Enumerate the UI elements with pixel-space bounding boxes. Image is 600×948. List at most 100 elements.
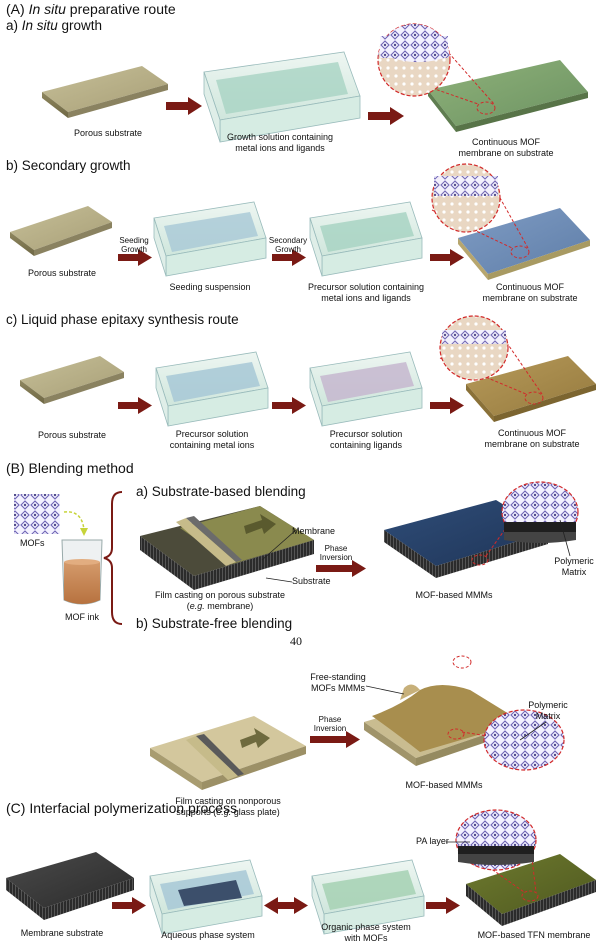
arrow-a2 [368, 107, 404, 125]
inversion-label-1: Inversion [319, 553, 353, 562]
label-precursor-b-2: metal ions and ligands [321, 293, 411, 303]
label-porous-substrate-b: Porous substrate [27, 268, 97, 278]
mofs-crystals [14, 494, 60, 534]
arrow-c-ip1 [112, 897, 146, 914]
membrane-leader [261, 529, 297, 561]
substrate-based-title: a) Substrate-based blending [136, 484, 306, 499]
porous-substrate-c [20, 356, 124, 404]
label-organic-phase-1: Organic phase system [321, 922, 411, 932]
arrow-c-ip2-double [264, 897, 308, 914]
precursor-ligand-tank [309, 351, 423, 427]
label-tfn-membrane: MOF-based TFN membrane [477, 930, 591, 940]
continuous-mof-membrane-a [428, 60, 588, 132]
substrate-free-title: b) Substrate-free blending [136, 616, 293, 631]
phase-label-1: Phase [324, 544, 348, 553]
arrow-c2 [272, 397, 306, 414]
film-casting-porous-1: Film casting on porous substrate [154, 590, 286, 600]
label-continuous-mof-c2: membrane on substrate [484, 439, 580, 449]
label-continuous-mof-a2: membrane on substrate [458, 148, 554, 158]
arrow-b1 [118, 249, 152, 266]
section-a-title: (A) In situ preparative route [6, 1, 176, 17]
organic-phase-tank [311, 859, 425, 935]
magnifier-b [431, 163, 530, 259]
label-continuous-mof-a1: Continuous MOF [471, 137, 541, 147]
matrix-label-1: Matrix [561, 567, 587, 577]
stray-dashed-ellipse [452, 655, 472, 669]
label-growth-solution-1: Growth solution containing [226, 132, 334, 142]
secondary-growth-label-2: Growth [275, 245, 301, 254]
mofs-label: MOFs [20, 538, 45, 548]
mof-ink-beaker [61, 539, 103, 605]
magnifier-a [377, 23, 496, 115]
label-membrane-substrate: Membrane substrate [20, 928, 104, 938]
continuous-mof-membrane-b [458, 208, 590, 280]
label-precursor-ligand-1: Precursor solution [329, 429, 403, 439]
free-standing-label-2: MOFs MMMs [311, 683, 365, 693]
arrow-a1 [166, 97, 202, 115]
magnifier-b2 [447, 709, 565, 771]
casting-porous-substrate [140, 506, 314, 590]
aqueous-phase-tank [149, 859, 263, 935]
free-standing-leader [365, 685, 405, 695]
precursor-tank-b [309, 201, 423, 277]
matrix-label-2: Matrix [535, 711, 561, 721]
section-c-title: (C) Interfacial polymerization process [6, 800, 238, 816]
mmm-label-1: MOF-based MMMs [415, 590, 493, 600]
section-a-c-title: c) Liquid phase epitaxy synthesis route [6, 312, 239, 327]
casting-glass-plate [150, 716, 306, 790]
label-porous-substrate-c: Porous substrate [37, 430, 107, 440]
free-standing-label-1: Free-standing [310, 672, 366, 682]
magnifier-b1 [471, 481, 579, 566]
polymeric-leader-2 [519, 721, 547, 741]
label-precursor-ligand-2: containing ligands [329, 440, 403, 450]
pa-layer-label: PA layer [416, 836, 449, 846]
seeding-growth-label-2: Growth [121, 245, 147, 254]
seeding-suspension-tank [153, 201, 267, 277]
arrow-b2 [272, 249, 306, 266]
section-a-b-title: b) Secondary growth [6, 158, 131, 173]
film-casting-nonporous-1: Film casting on nonporous [175, 796, 281, 806]
brace [103, 491, 123, 625]
label-seeding-suspension: Seeding suspension [169, 282, 251, 292]
membrane-label: Membrane [292, 526, 336, 536]
label-organic-phase-2: with MOFs [344, 933, 388, 943]
label-precursor-metal-2: containing metal ions [169, 440, 255, 450]
label-precursor-metal-1: Precursor solution [175, 429, 249, 439]
arrow-b3 [430, 249, 464, 266]
magnifier-c [439, 315, 544, 405]
page-number: 40 [290, 634, 302, 648]
section-a-a-title: a) In situ growth [6, 18, 103, 33]
mmm-label-2: MOF-based MMMs [405, 780, 483, 790]
growth-solution-tank [203, 51, 361, 143]
arrow-phase-inversion-2 [310, 731, 360, 748]
tfn-membrane [466, 854, 596, 926]
seeding-growth-label-1: Seeding [119, 236, 149, 245]
substrate-leader [265, 577, 293, 583]
label-porous-substrate-a: Porous substrate [73, 128, 143, 138]
polymeric-leader-1 [559, 519, 571, 557]
magnifier-c-ip [455, 809, 539, 902]
polymeric-label-2: Polymeric [528, 700, 568, 710]
arrow-c-ip3 [426, 897, 460, 914]
mof-ink-label: MOF ink [64, 612, 100, 622]
arrow-c3 [430, 397, 464, 414]
label-continuous-mof-c1: Continuous MOF [497, 428, 567, 438]
film-casting-nonporous-2: supports (e.g. glass plate) [176, 807, 280, 817]
arrow-c1 [118, 397, 152, 414]
label-precursor-b-1: Precursor solution containing [307, 282, 425, 292]
film-casting-porous-2: (e.g. membrane) [186, 601, 254, 611]
label-growth-solution-2: metal ions and ligands [235, 143, 325, 153]
continuous-mof-membrane-c [466, 356, 596, 422]
porous-substrate-b [10, 206, 112, 256]
label-aqueous-phase: Aqueous phase system [161, 930, 255, 940]
phase-label-2: Phase [318, 715, 342, 724]
membrane-substrate-c [6, 852, 134, 920]
dashed-curve-arrow [63, 511, 85, 531]
polymeric-label-1: Polymeric [554, 556, 594, 566]
precursor-metal-tank [155, 351, 269, 427]
label-continuous-mof-b1: Continuous MOF [495, 282, 565, 292]
yellow-arrow-head [80, 528, 88, 536]
arrow-phase-inversion-1 [316, 560, 366, 577]
substrate-label: Substrate [292, 576, 331, 586]
